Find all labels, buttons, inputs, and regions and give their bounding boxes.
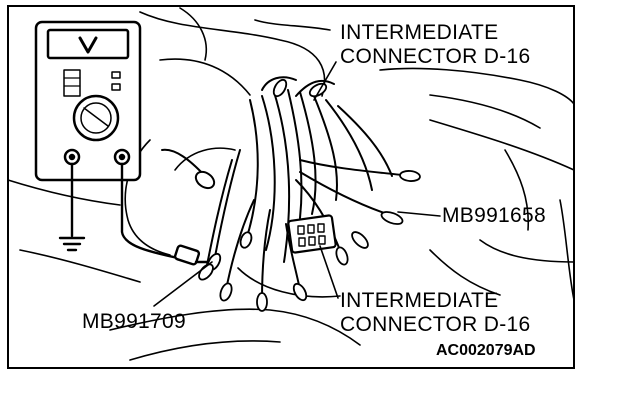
label-harness-tool: MB991658: [442, 204, 546, 227]
test-probe: [161, 148, 216, 190]
leader-test-lead-tool: [153, 261, 213, 307]
alligator-clips: [198, 78, 421, 312]
label-test-lead-tool: MB991709: [82, 310, 186, 333]
wiring-harness: [205, 76, 411, 301]
label-intermediate-connector-top-line1: INTERMEDIATE: [340, 21, 499, 44]
label-intermediate-connector-bottom-line2: CONNECTOR D-16: [340, 313, 531, 336]
leader-lines: [153, 61, 441, 307]
voltmeter-icon: [34, 20, 142, 182]
label-intermediate-connector-bottom-line1: INTERMEDIATE: [340, 289, 499, 312]
label-intermediate-connector-top-line2: CONNECTOR D-16: [340, 45, 531, 68]
meter-leads: [70, 162, 214, 266]
figure-code: AC002079AD: [436, 342, 536, 359]
leader-bottom-connector: [319, 245, 339, 299]
ground-symbol-icon: [58, 236, 86, 252]
leader-harness-tool: [397, 211, 441, 217]
diagram-frame: [7, 5, 575, 369]
harness-connector-icon: [287, 214, 337, 254]
leader-top-connector: [313, 61, 337, 101]
